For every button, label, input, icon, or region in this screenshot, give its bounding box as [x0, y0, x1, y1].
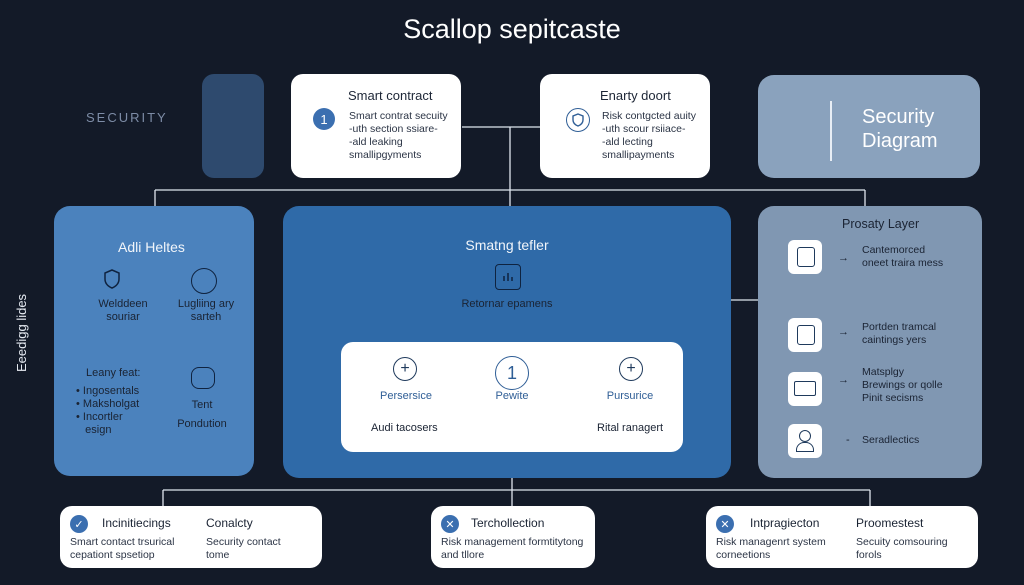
col1-list: • Ingosentals • Maksholgat • Incortler e…	[76, 385, 140, 436]
col1-title: Welddeen souriar	[98, 298, 148, 323]
right-row-text: Cantemorced oneet traira mess	[862, 244, 944, 269]
card-body: Secuity comsouring forols	[856, 536, 948, 561]
card-title: Incinitiecings	[102, 516, 171, 530]
card-body: Smart contrat secuity -uth section ssiar…	[349, 110, 459, 162]
robot-icon	[191, 367, 215, 389]
security-label: SECURITY	[86, 110, 168, 125]
item-label: Pewite	[495, 390, 529, 402]
right-row-text: Seradlectics	[862, 434, 920, 446]
right-row-text: Matsplgy Brewings or qolle Pinit secisms	[862, 366, 943, 404]
card-body: Smart contact trsurical cepationt spseti…	[70, 536, 175, 561]
user-icon	[788, 318, 822, 352]
card-body: Risk contgcted auity -uth scour rsiiace-…	[602, 110, 708, 162]
user-icon	[788, 240, 822, 274]
card-title: Enarty doort	[600, 88, 671, 103]
chart-icon	[495, 264, 521, 290]
bottom-card[interactable]: ✕ Terchollection Risk management formtit…	[431, 506, 595, 568]
card-line: Risk contgcted auity	[602, 110, 696, 122]
inner-bottom-left: Audi tacosers	[371, 422, 438, 434]
left-panel-title: Adli Heltes	[118, 239, 185, 255]
card-body: Security contact tome	[206, 536, 281, 561]
card-body: Risk managenrt system corneetions	[716, 536, 826, 561]
person-icon	[788, 424, 822, 458]
card-line: smallipayments	[602, 149, 675, 161]
card-line: smallipgyments	[349, 149, 422, 161]
item-label: Pursurice	[606, 390, 654, 402]
center-panel-subtitle: Retornar epamens	[461, 298, 553, 310]
plus-icon: +	[619, 357, 643, 381]
close-icon: ✕	[441, 515, 459, 533]
plus-icon: +	[393, 357, 417, 381]
card-body: Risk management formtitytong and tllore	[441, 536, 584, 561]
col1-subtitle: Leany feat:	[86, 367, 141, 379]
center-panel: Smatng tefler Retornar epamens + 1 + Per…	[283, 206, 731, 478]
inner-card[interactable]: + 1 + Persersice Pewite Pursurice Audi t…	[341, 342, 683, 452]
right-panel-title: Prosaty Layer	[842, 217, 920, 231]
card-title: Intpragiecton	[750, 516, 820, 530]
shield-icon	[101, 268, 123, 290]
card-title: Conalcty	[206, 516, 253, 530]
number-icon: 1	[495, 356, 529, 390]
card-line: -ald lecting	[602, 136, 653, 148]
card-title: Terchollection	[471, 516, 545, 530]
center-panel-title: Smatng tefler	[465, 237, 549, 253]
card-title: Proomestest	[856, 516, 924, 530]
page-title: Scallop sepitcaste	[403, 14, 621, 44]
col2-title: Lugliing ary sarteh	[177, 298, 235, 323]
security-diagram-block: Security Diagram	[758, 75, 980, 178]
col2-bottom: Tent Pondution	[177, 399, 227, 430]
profile-icon	[191, 268, 217, 294]
close-icon: ✕	[716, 515, 734, 533]
bottom-card[interactable]: ✕ Intpragiecton Proomestest Risk managen…	[706, 506, 978, 568]
left-panel: Adli Heltes Welddeen souriar Lugliing ar…	[54, 206, 254, 476]
card-line: Smart contrat secuity	[349, 110, 448, 122]
card-line: -ald leaking	[349, 136, 403, 148]
security-diagram-title: Security Diagram	[862, 106, 938, 152]
shield-icon	[566, 108, 590, 132]
entry-door-card[interactable]: Enarty doort Risk contgcted auity -uth s…	[540, 74, 710, 178]
right-row-text: Portden tramcal caintings yers	[862, 321, 937, 346]
bottom-card[interactable]: ✓ Incinitiecings Conalcty Smart contact …	[60, 506, 322, 568]
inner-bottom-right: Rital ranagert	[597, 422, 664, 434]
item-label: Persersice	[380, 390, 432, 402]
dark-accent-block	[202, 74, 264, 178]
monitor-icon	[788, 372, 822, 406]
card-title: Smart contract	[348, 88, 433, 103]
card-line: -uth scour rsiiace-	[602, 123, 686, 135]
divider	[830, 101, 832, 161]
smart-contract-card[interactable]: Smart contract 1 Smart contrat secuity -…	[291, 74, 461, 178]
right-panel: Prosaty Layer → Cantemorced oneet traira…	[758, 206, 982, 478]
number-badge: 1	[313, 108, 335, 130]
check-icon: ✓	[70, 515, 88, 533]
card-line: -uth section ssiare-	[349, 123, 438, 135]
